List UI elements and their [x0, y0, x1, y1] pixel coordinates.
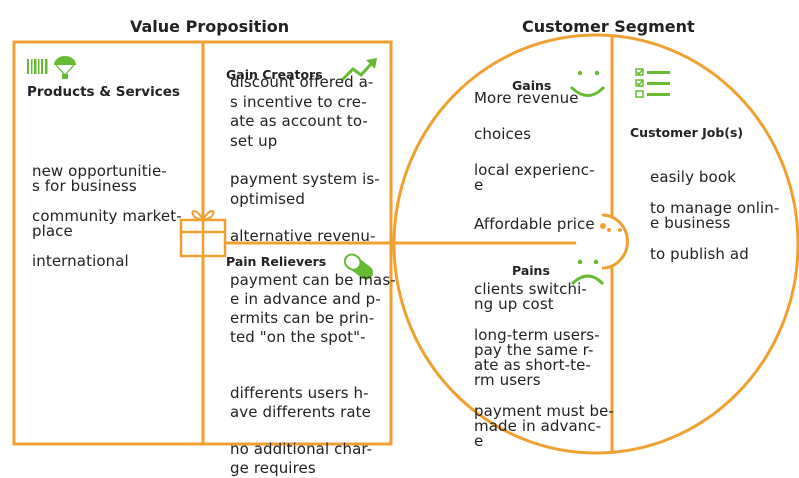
pain-relievers-label: Pain Relievers [226, 254, 327, 269]
pain-relievers-note: differents users h- ave differents rate [230, 384, 371, 421]
products-services-note: new opportunitie- s for business [32, 162, 167, 195]
gains-note: More revenue [474, 89, 579, 107]
gain-creators-label: Gain Creators [226, 67, 323, 82]
gains-note: local experienc- e [474, 161, 595, 194]
customer-jobs-label: Customer Job(s) [630, 125, 744, 140]
trend-up-icon [340, 58, 377, 82]
pain-relievers-note: payment can be mas- e in advance and p- … [230, 271, 396, 346]
products-services-note: community market- place [32, 207, 182, 240]
products-services-note: international [32, 252, 129, 270]
pains-note: payment must be- made in advanc- e [474, 402, 614, 450]
gift-icon [179, 210, 227, 258]
barcode-icon [27, 59, 48, 74]
frown-icon [570, 259, 605, 286]
parachute-icon [54, 56, 76, 79]
checklist-icon [635, 68, 670, 98]
gain-creators-note: alternative revenu- [230, 227, 376, 245]
pains-label: Pains [512, 263, 550, 278]
products-services-label: Products & Services [27, 84, 180, 100]
pains-note: clients switchi- ng up cost [474, 280, 587, 313]
pain-relievers-note: no additional char- ge requires [230, 440, 373, 477]
customer-jobs-note: to publish ad [650, 245, 749, 263]
gain-creators-note: payment system is- optimised [230, 170, 380, 208]
value-proposition-title: Value Proposition [130, 17, 290, 36]
customer-jobs-note: easily book [650, 168, 736, 186]
gain-creators-note: discount offered a- s incentive to cre- … [230, 73, 374, 150]
gains-label: Gains [512, 78, 552, 93]
customer-segment-title: Customer Segment [522, 17, 695, 36]
gains-note: choices [474, 125, 532, 143]
gains-note: Affordable price [474, 215, 595, 233]
pill-icon [343, 253, 374, 280]
smile-icon [569, 70, 606, 97]
face-icon [576, 213, 629, 270]
pains-note: long-term users- pay the same r- ate as … [474, 326, 600, 389]
customer-jobs-note: to manage onlin- e business [650, 199, 780, 232]
